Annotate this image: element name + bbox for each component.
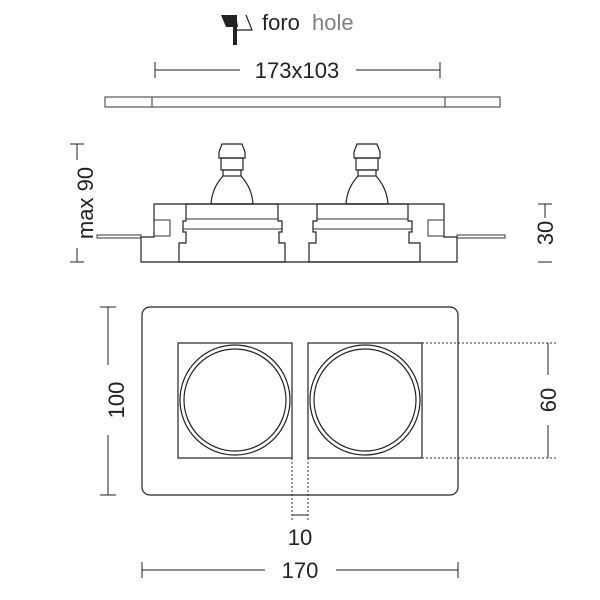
- hole-label-it: foro: [262, 10, 300, 35]
- hole-label-en: hole: [312, 10, 354, 35]
- height-dimension: 100: [100, 306, 129, 496]
- gap-dimension: 10: [288, 458, 312, 550]
- width-dimension: 170: [141, 558, 459, 583]
- front-view: [141, 306, 459, 496]
- ceiling-hole-icon: [221, 14, 253, 45]
- lamp-right: [345, 143, 389, 205]
- recess-dimension: 30: [533, 203, 558, 263]
- max-height-dimension: max 90: [70, 143, 98, 263]
- width-text: 170: [282, 558, 319, 583]
- lamp-left: [210, 143, 254, 205]
- hole-dimension-text: 173x103: [255, 58, 339, 83]
- recess-text: 30: [533, 221, 558, 245]
- hole-dimension: 173x103: [154, 58, 441, 83]
- ceiling-slab: [104, 96, 501, 108]
- max-height-text: max 90: [73, 167, 98, 239]
- square-text: 60: [536, 388, 561, 412]
- gap-text: 10: [288, 525, 312, 550]
- side-section-view: [96, 143, 506, 263]
- height-text: 100: [104, 382, 129, 419]
- square-dimension: 60: [422, 342, 561, 459]
